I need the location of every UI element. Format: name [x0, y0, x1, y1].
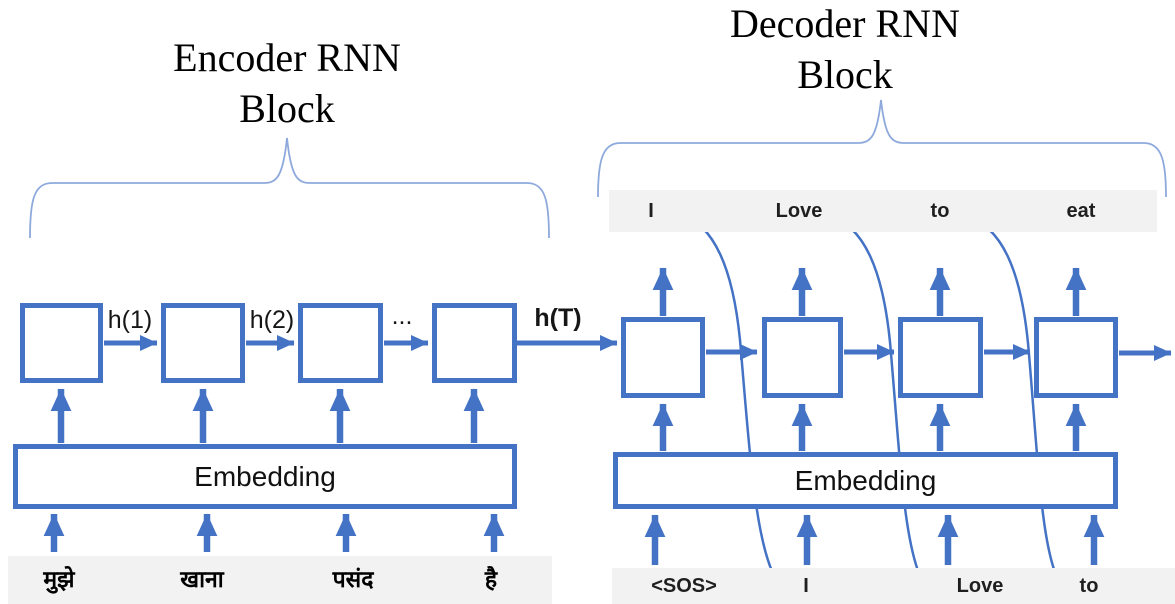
encoder-input-word-4: है	[484, 567, 498, 593]
decoder-output-word-3: to	[930, 200, 950, 222]
decoder-brace	[597, 99, 1167, 198]
hidden-state-label-h1: h(1)	[107, 306, 153, 334]
encoder-title-line1: Encoder RNN	[173, 35, 401, 80]
feedback-arrow-1	[677, 211, 783, 589]
encoder-title-line2: Block	[239, 86, 335, 131]
encoder-rnn-cell-1	[20, 303, 103, 383]
encoder-input-word-3: पसंद	[332, 567, 374, 593]
decoder-title-line1: Decoder RNN	[730, 1, 960, 46]
decoder-input-word-1: <SOS>	[651, 575, 717, 597]
encoder-embedding-label: Embedding	[194, 460, 336, 492]
encoder-rnn-cell-2	[161, 303, 245, 383]
decoder-embedding-box: Embedding	[613, 452, 1118, 509]
encoder-input-word-1: मुझे	[43, 567, 75, 593]
encoder-brace	[29, 137, 550, 239]
hidden-state-label-hT: h(T)	[534, 304, 582, 332]
encoder-input-band	[8, 556, 552, 604]
decoder-title: Decoder RNN Block	[695, 0, 995, 100]
decoder-rnn-cell-2	[762, 317, 843, 398]
decoder-output-band	[609, 190, 1157, 232]
hidden-state-label-h2: h(2)	[249, 306, 295, 334]
decoder-rnn-cell-4	[1034, 317, 1118, 398]
decoder-output-word-2: Love	[775, 200, 823, 222]
encoder-title: Encoder RNN Block	[137, 32, 437, 134]
decoder-input-word-3: Love	[956, 575, 1004, 597]
decoder-rnn-cell-1	[621, 317, 705, 398]
encoder-embedding-box: Embedding	[13, 444, 517, 509]
decoder-input-band	[612, 568, 1175, 604]
feedback-arrow-3	[965, 214, 1064, 589]
encoder-input-word-2: खाना	[180, 567, 224, 593]
decoder-output-word-4: eat	[1066, 200, 1096, 222]
decoder-title-line2: Block	[797, 52, 893, 97]
encoder-rnn-cell-3	[298, 303, 383, 383]
decoder-input-word-2: I	[803, 575, 809, 597]
decoder-input-word-4: to	[1079, 575, 1099, 597]
encoder-rnn-cell-4	[432, 303, 517, 383]
hidden-state-ellipsis: ...	[391, 302, 413, 330]
decoder-output-word-1: I	[648, 200, 654, 222]
feedback-arrow-2	[827, 213, 929, 591]
decoder-rnn-cell-3	[898, 317, 983, 398]
decoder-embedding-label: Embedding	[794, 464, 937, 496]
